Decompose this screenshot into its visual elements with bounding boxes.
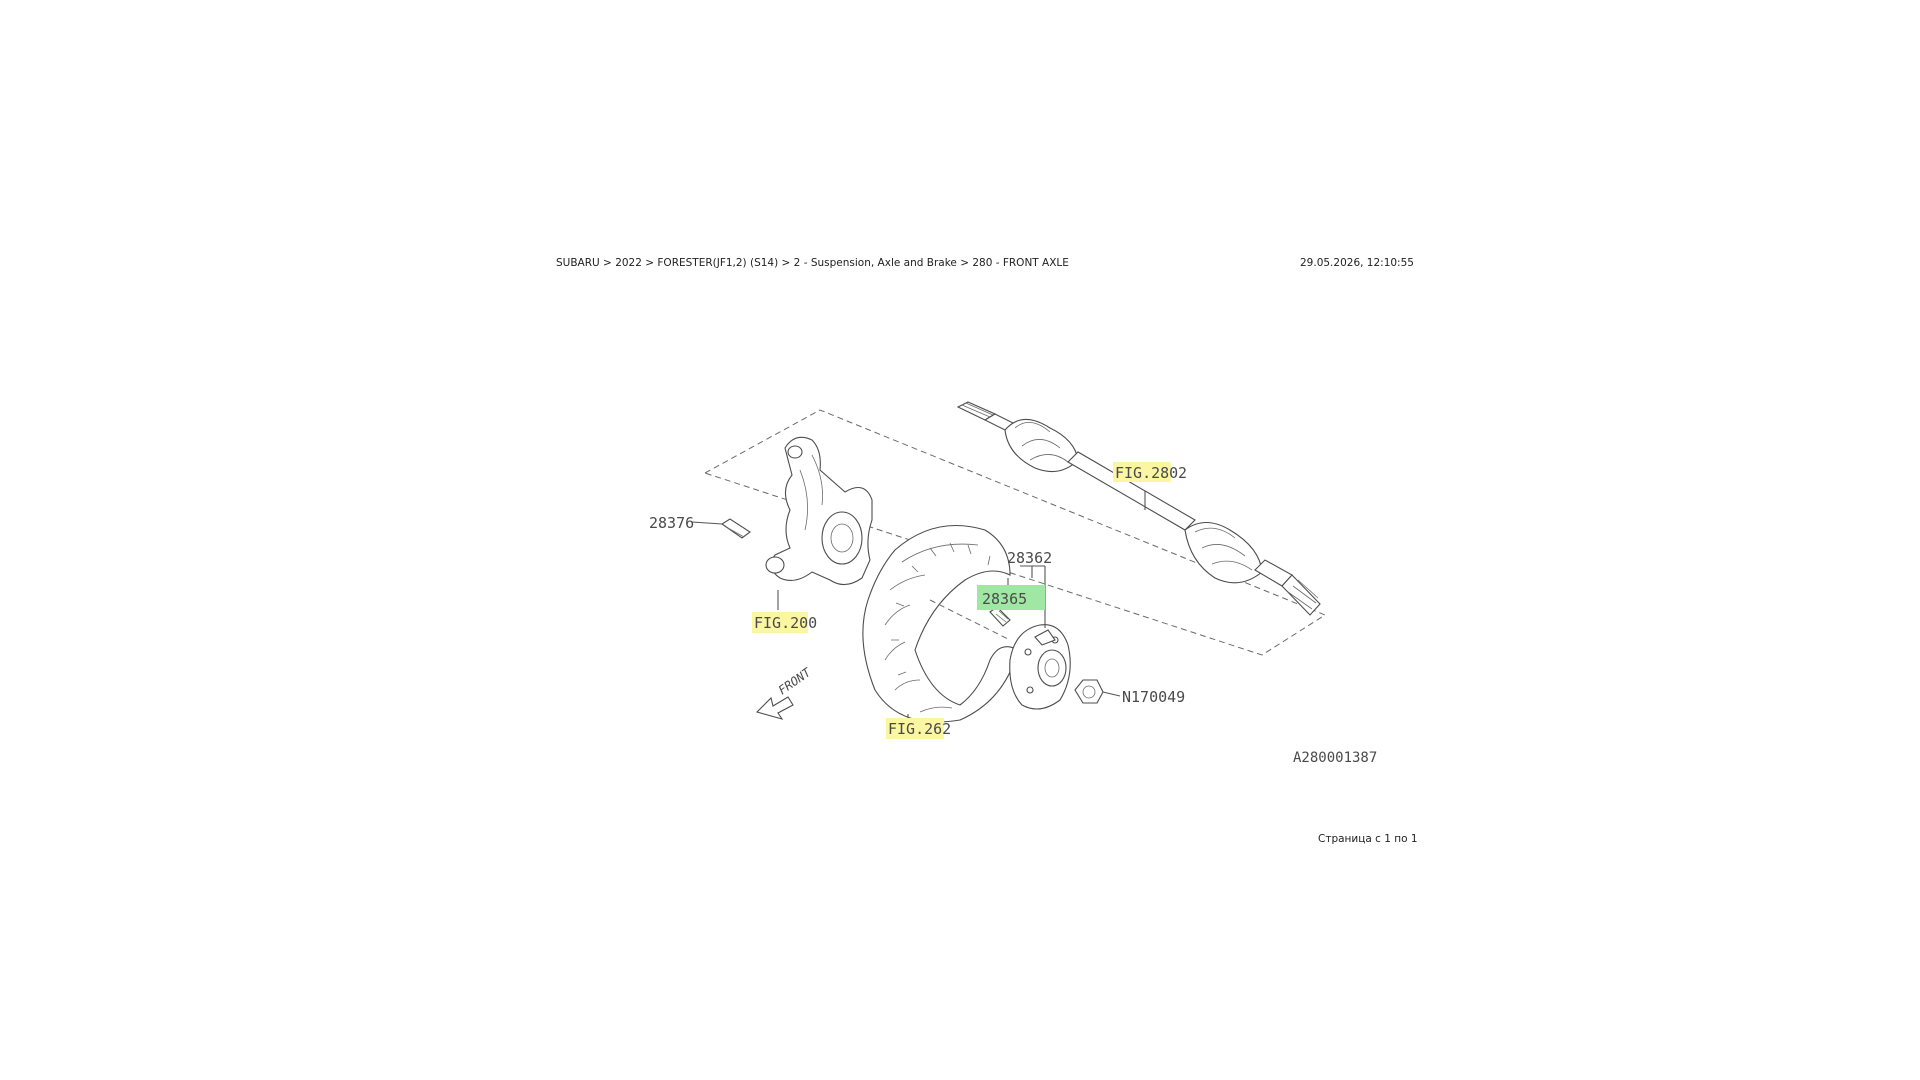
label-backing-plate-fig[interactable]: FIG.262 [888, 720, 951, 738]
assembly-centerline [929, 599, 1011, 641]
leader-knuckle-bolt [691, 521, 723, 525]
highlight-backing-plate-fig [886, 718, 944, 739]
label-hub-bolt[interactable]: 28365 [982, 590, 1027, 608]
hub-bolt [989, 606, 1011, 627]
brake-backing-plate [862, 524, 1019, 723]
label-knuckle-bolt[interactable]: 28376 [649, 514, 694, 532]
page-indicator: Страница с 1 по 1 [1318, 833, 1418, 845]
highlight-knuckle-fig [752, 612, 808, 633]
drive-shaft-assembly [956, 401, 1321, 616]
hub-nut [1074, 679, 1104, 704]
label-hub-unit[interactable]: 28362 [1007, 549, 1052, 567]
front-direction-arrow: FRONT [755, 665, 814, 720]
steering-knuckle [765, 436, 873, 586]
leader-hub-nut [1102, 691, 1121, 697]
label-knuckle-fig[interactable]: FIG.200 [754, 614, 817, 632]
knuckle-bolt [721, 518, 751, 539]
breadcrumb: SUBARU > 2022 > FORESTER(JF1,2) (S14) > … [556, 257, 1069, 269]
label-axle-qty: 2 [1178, 464, 1187, 482]
timestamp: 29.05.2026, 12:10:55 [1300, 257, 1414, 269]
highlight-axle-fig [1113, 462, 1171, 482]
drawing-number: A280001387 [1293, 750, 1377, 766]
highlight-hub-bolt [977, 585, 1045, 610]
label-axle-fig[interactable]: FIG.280 [1115, 464, 1178, 482]
hub-unit [1009, 624, 1071, 710]
front-arrow-label: FRONT [776, 665, 814, 698]
label-hub-nut[interactable]: N170049 [1122, 688, 1185, 706]
